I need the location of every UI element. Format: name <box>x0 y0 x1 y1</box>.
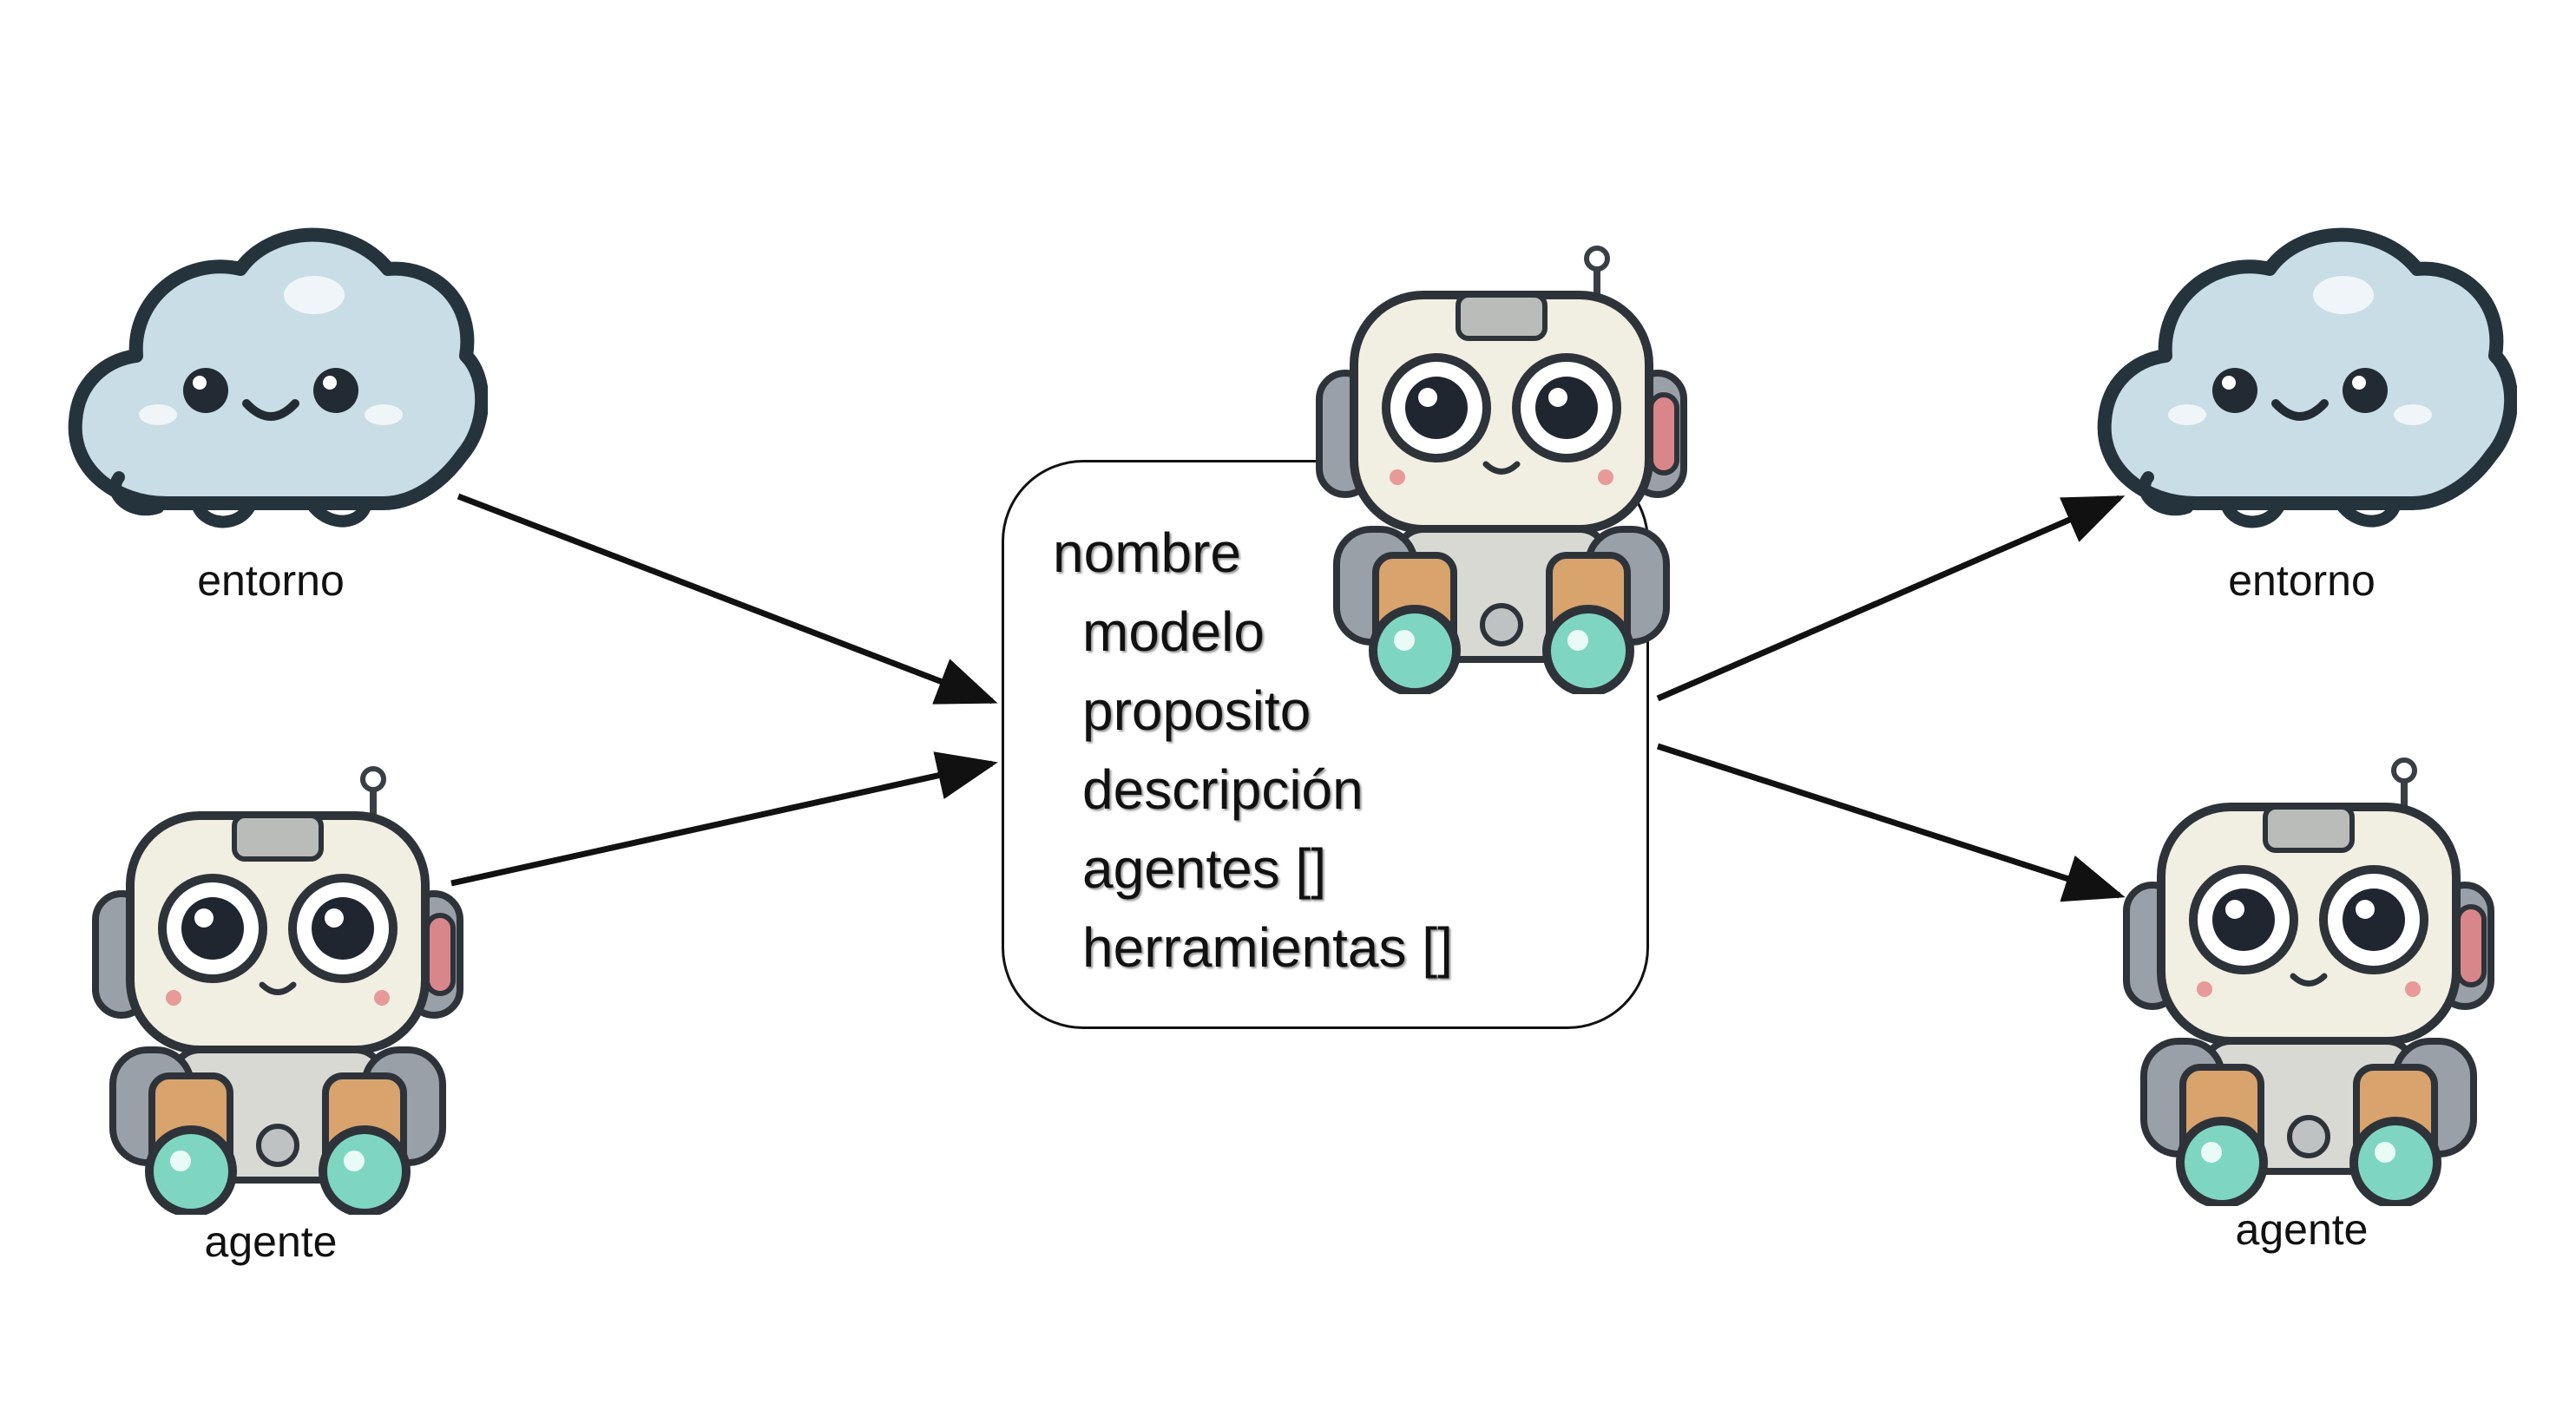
arrow-entorno-to-center <box>457 493 998 705</box>
arrow-center-to-entorno <box>1656 495 2126 702</box>
arrow-center-to-agente <box>1656 743 2126 902</box>
field-nombre: nombre <box>1053 521 1241 584</box>
field-descripcion: descripción <box>1082 758 1364 821</box>
field-herramientas: herramientas [] <box>1082 916 1453 979</box>
caption-right-entorno: entorno <box>2228 556 2376 605</box>
agent-fields-list: nombre modelo proposito descripción agen… <box>1053 514 1453 987</box>
cloud-icon <box>76 235 483 522</box>
field-proposito: proposito <box>1082 679 1311 742</box>
field-agentes: agentes [] <box>1082 837 1327 900</box>
arrow-agente-to-center <box>450 751 998 887</box>
arrows <box>450 493 2126 902</box>
caption-left-agente: agente <box>204 1217 338 1266</box>
field-modelo: modelo <box>1082 600 1265 663</box>
cloud-icon <box>2105 235 2512 522</box>
caption-right-agente: agente <box>2235 1205 2369 1254</box>
caption-left-entorno: entorno <box>197 556 345 605</box>
robot-icon <box>95 769 460 1213</box>
robot-icon <box>2126 760 2491 1204</box>
